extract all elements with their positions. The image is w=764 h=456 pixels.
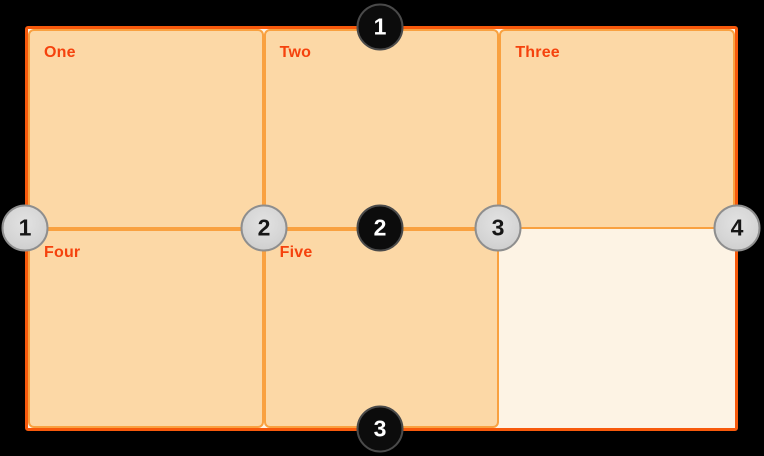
row-line-marker-1-number: 1 [373, 13, 387, 40]
row-line-marker-2: 2 [356, 204, 404, 252]
column-line-marker-1: 1 [1, 204, 49, 252]
grid-cell-empty [499, 229, 735, 429]
column-line-marker-4-number: 4 [730, 214, 744, 241]
grid-cell-four: Four [28, 228, 264, 428]
cell-label-one: One [44, 44, 76, 61]
column-line-marker-3-number: 3 [491, 214, 505, 241]
column-line-marker-4: 4 [713, 204, 761, 252]
column-line-marker-1-number: 1 [18, 214, 32, 241]
cell-label-two: Two [279, 44, 312, 61]
column-line-marker-2-number: 2 [257, 214, 271, 241]
column-line-marker-2: 2 [240, 204, 288, 252]
grid-container: One Two Three Four Five [25, 26, 738, 431]
row-line-marker-3-number: 3 [373, 415, 387, 442]
grid-cell-three: Three [499, 29, 735, 229]
grid-cell-one: One [28, 29, 264, 229]
cell-label-five: Five [279, 243, 313, 261]
grid-cell-two: Two [263, 29, 500, 229]
column-line-marker-3: 3 [474, 204, 522, 252]
cell-label-three: Three [515, 44, 560, 61]
cell-label-four: Four [44, 243, 81, 261]
row-line-marker-2-number: 2 [373, 214, 387, 241]
grid-cell-five: Five [263, 228, 500, 428]
row-line-marker-1: 1 [356, 3, 404, 51]
row-line-marker-3: 3 [356, 405, 404, 453]
